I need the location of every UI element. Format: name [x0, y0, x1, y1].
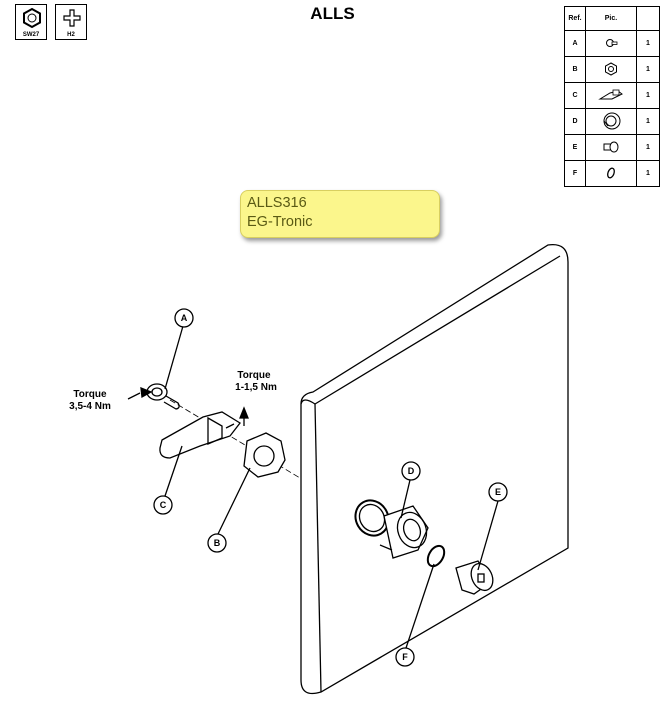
header-qty: [636, 6, 660, 31]
table-row: D 1: [564, 108, 660, 135]
part-label-d: D: [408, 466, 415, 476]
callout-model: ALLS316: [247, 195, 307, 211]
torque-a-title: Torque: [73, 389, 107, 400]
part-label-c: C: [160, 500, 167, 510]
screw-a: [146, 383, 180, 410]
table-row: E 1: [564, 134, 660, 161]
o-ring-f: [426, 544, 446, 568]
bushing-d: [354, 499, 429, 559]
row-qty: 1: [636, 82, 660, 109]
nut-icon: [585, 56, 637, 83]
tool-h2: H2: [55, 4, 87, 40]
table-row: F 1: [564, 160, 660, 187]
parts-table-header: Ref. Pic.: [564, 6, 660, 31]
tool-label-sw27: SW27: [22, 32, 40, 38]
row-qty: 1: [636, 160, 660, 187]
part-label-f: F: [402, 652, 408, 662]
nut-b: [243, 432, 286, 478]
part-label-a: A: [181, 313, 188, 323]
model-callout: ALLS316 EG-Tronic: [240, 190, 440, 238]
cam-lever-icon: [585, 82, 637, 109]
mounting-panel: [300, 243, 569, 695]
torque-b-value: 1-1,5 Nm: [235, 382, 277, 393]
tool-sw27: SW27: [15, 4, 47, 40]
parts-table: Ref. Pic. A 1 B 1 C 1 D 1 E 1 F 1: [564, 6, 660, 187]
bushing-icon: [585, 108, 637, 135]
row-qty: 1: [636, 30, 660, 57]
phillips-screwdriver-icon: [63, 9, 81, 27]
page-title: ALLS: [310, 4, 355, 23]
callout-variant: EG-Tronic: [247, 214, 313, 230]
hex-socket-icon: [23, 7, 41, 29]
part-label-e: E: [495, 487, 501, 497]
row-qty: 1: [636, 108, 660, 135]
o-ring-icon: [585, 160, 637, 187]
lock-cylinder-e: [455, 560, 494, 595]
cam-lever-c: [159, 411, 241, 459]
screw-icon: [585, 30, 637, 57]
lock-cylinder-icon: [585, 134, 637, 161]
table-row: A 1: [564, 30, 660, 57]
part-label-b: B: [214, 538, 221, 548]
torque-a-value: 3,5-4 Nm: [69, 401, 111, 412]
table-row: B 1: [564, 56, 660, 83]
tool-label-h2: H2: [67, 32, 75, 38]
torque-b-title: Torque: [237, 370, 271, 381]
